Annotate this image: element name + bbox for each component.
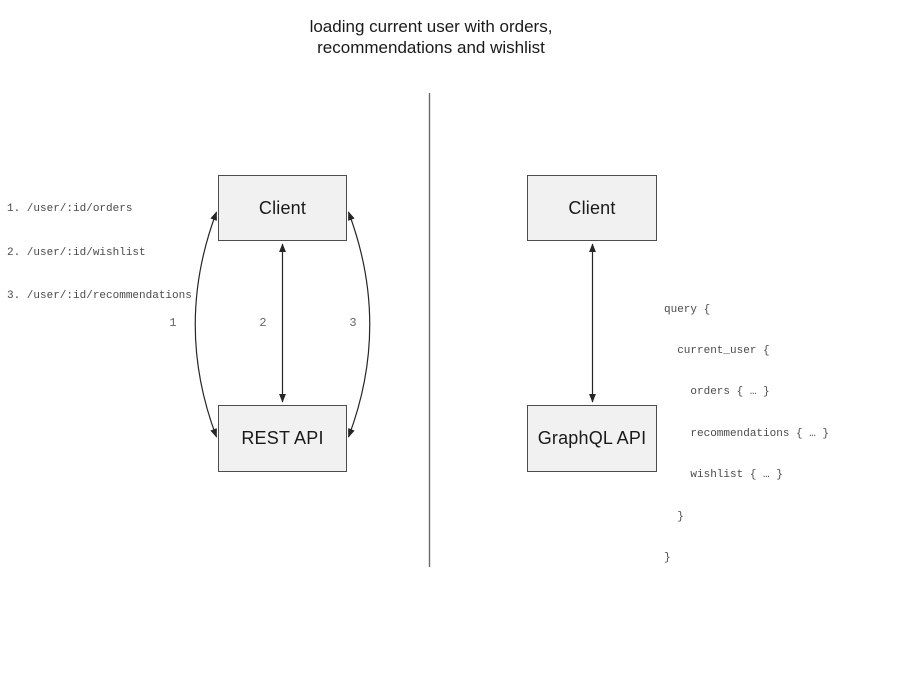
diagram-title-line-1: loading current user with orders, [309,17,553,36]
graphql-api-node: GraphQL API [527,405,657,472]
graphql-query-line-6: } [664,510,684,523]
rest-endpoint-wishlist: 2. /user/:id/wishlist [7,246,146,259]
rest-client-label: Client [258,197,307,218]
rest-api-node: REST API [218,405,347,472]
graphql-api-label: GraphQL API [537,428,647,448]
rest-arrow-label-2: 2 [259,316,267,330]
rest-endpoint-list: 1. /user/:id/orders 2. /user/:id/wishlis… [7,173,192,333]
graphql-query-line-5: wishlist { … } [664,469,783,482]
rest-api-label: REST API [241,428,324,448]
diagram-title-line-2: recommendations and wishlist [317,38,545,57]
diagram-title: loading current user with orders, recomm… [231,16,631,58]
rest-endpoint-orders: 1. /user/:id/orders [7,203,133,215]
rest-arrow-label-1: 1 [169,316,177,330]
graphql-query-line-2: current_user { [664,344,770,357]
rest-client-node: Client [218,175,347,241]
graphql-client-label: Client [568,197,616,218]
graphql-client-node: Client [527,175,657,241]
rest-endpoint-recommendations: 3. /user/:id/recommendations [7,290,192,302]
graphql-query-line-1: query { [664,303,711,316]
graphql-query-snippet: query { current_user { orders { … } reco… [664,276,829,593]
graphql-query-line-3: orders { … } [664,386,770,399]
rest-arrow-1-curve [194,211,218,438]
graphql-query-line-7: } [664,551,671,564]
graphql-query-line-4: recommendations { … } [664,427,830,440]
rest-arrow-label-3: 3 [349,316,357,330]
